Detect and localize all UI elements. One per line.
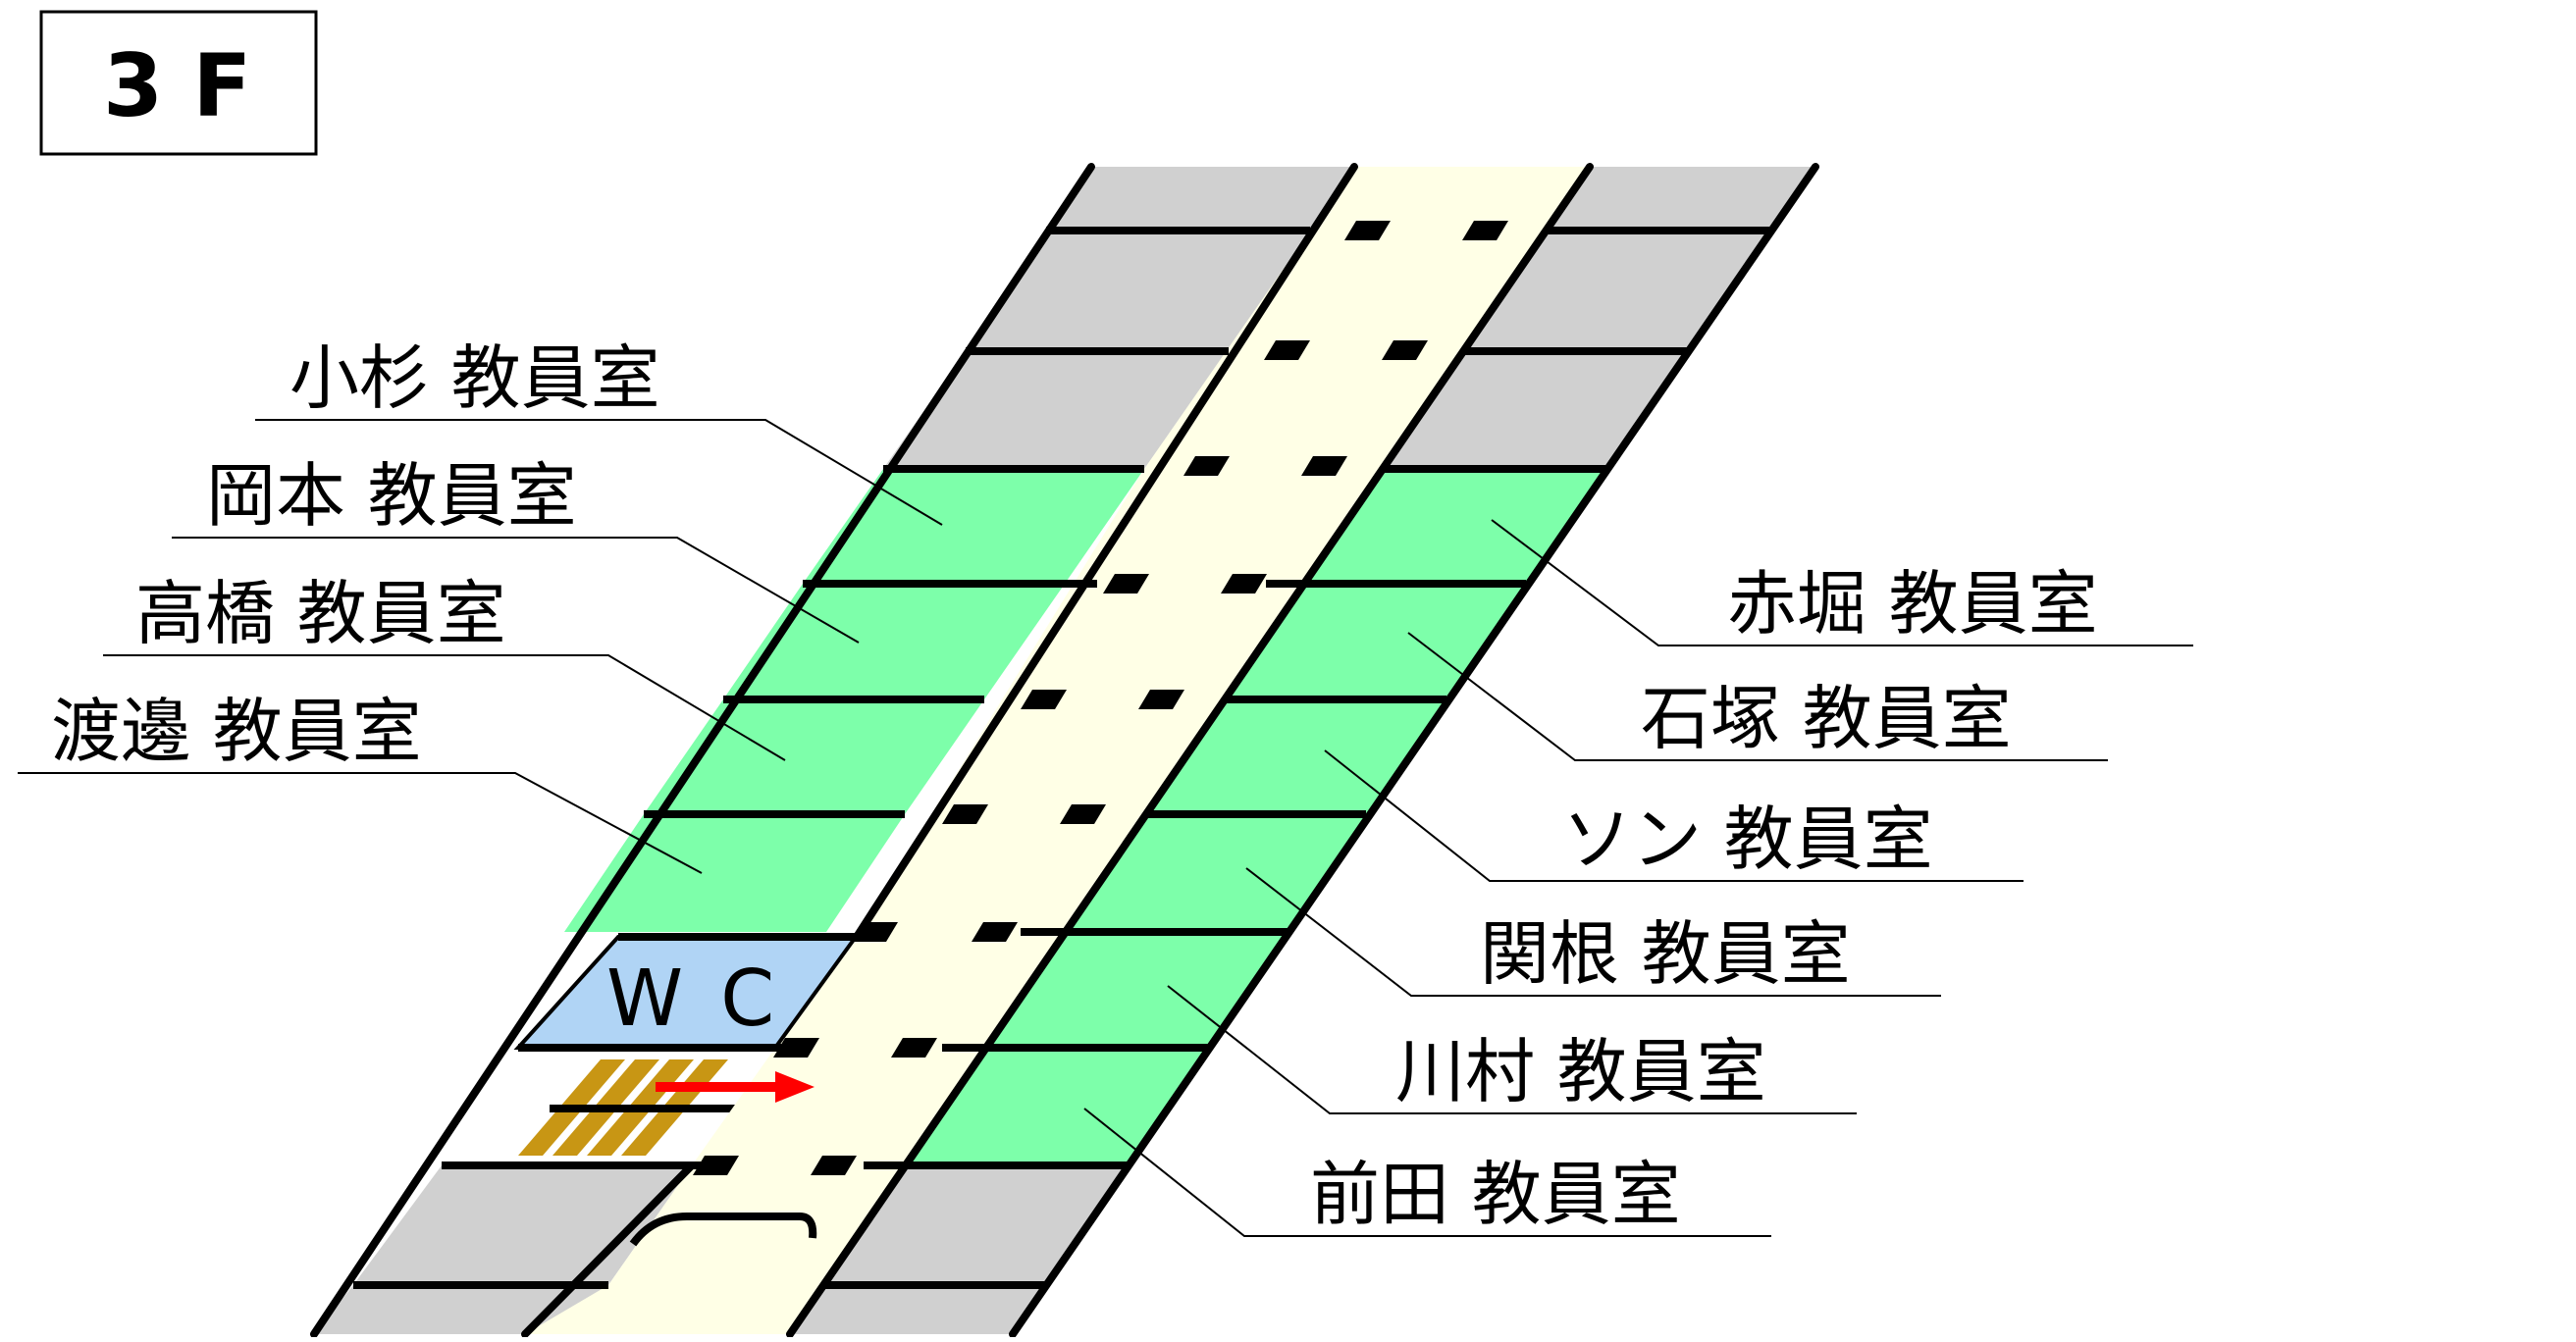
wc-label: WC [606, 954, 812, 1044]
right-room-labels: 赤堀 教員室 石塚 教員室 ソン 教員室 関根 教員室 川村 教員室 前田 教員… [1310, 563, 2098, 1235]
label-okamoto: 岡本 教員室 [206, 455, 577, 537]
left-room-labels: 小杉 教員室 岡本 教員室 高橋 教員室 渡邊 教員室 [51, 337, 660, 772]
floor-label: 3F [103, 35, 281, 136]
label-maeda: 前田 教員室 [1310, 1154, 1681, 1235]
label-sekine: 関根 教員室 [1480, 913, 1851, 995]
storage-room [1384, 351, 1688, 469]
label-ishizuka: 石塚 教員室 [1641, 678, 2012, 759]
leader-lines [18, 419, 2193, 1237]
office-maeda [907, 1048, 1209, 1165]
right-rooms [790, 167, 1815, 1334]
floor-indicator: 3F [39, 10, 318, 156]
office-kosugi [803, 469, 1144, 584]
storage-room [1464, 231, 1769, 351]
wc-room [518, 937, 856, 1048]
storage-room [1046, 167, 1354, 231]
label-watanabe: 渡邊 教員室 [51, 691, 422, 772]
storage-room [790, 1285, 1045, 1334]
label-kosugi: 小杉 教員室 [289, 337, 660, 419]
direction-arrow [656, 1071, 815, 1103]
storage-room [824, 1165, 1129, 1285]
office-son [1144, 699, 1446, 814]
label-kawamura: 川村 教員室 [1395, 1031, 1766, 1112]
storage-room [966, 231, 1310, 351]
office-ishizuka [1225, 584, 1526, 699]
label-son: ソン 教員室 [1562, 799, 1933, 880]
door-markers [693, 221, 1508, 1175]
storage-room [883, 351, 1229, 469]
storage-room [1545, 167, 1815, 231]
office-watanabe [564, 814, 905, 932]
label-akahori: 赤堀 教員室 [1727, 563, 2098, 645]
office-kawamura [987, 932, 1288, 1048]
office-takahashi [644, 699, 984, 814]
walls [310, 163, 1819, 1338]
label-takahashi: 高橋 教員室 [135, 573, 506, 654]
office-akahori [1304, 469, 1605, 584]
